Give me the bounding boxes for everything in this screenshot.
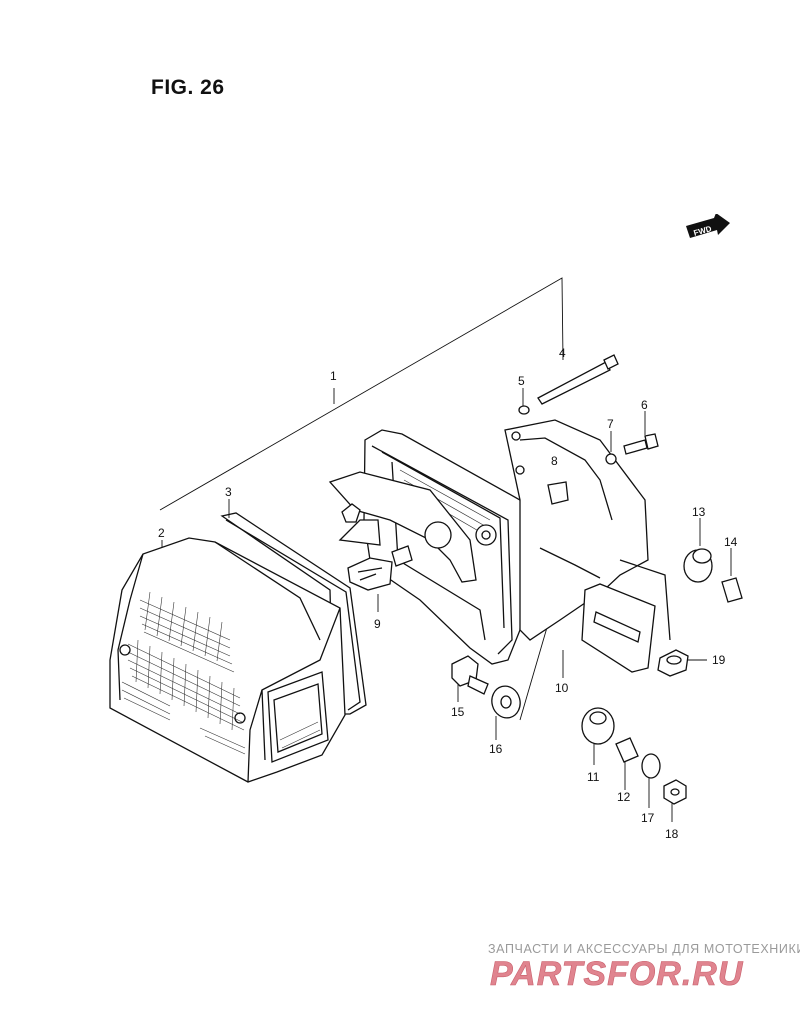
callout-9: 9 xyxy=(374,617,381,631)
callout-6: 6 xyxy=(641,398,648,412)
callout-10: 10 xyxy=(555,681,569,695)
hex-nut xyxy=(663,779,687,805)
callout-11: 11 xyxy=(587,770,600,784)
washer xyxy=(518,405,530,415)
washer xyxy=(605,453,617,465)
mounting-bracket xyxy=(504,419,671,673)
grommet xyxy=(683,548,713,583)
callout-labels: 1 2 3 4 5 6 7 8 9 10 11 12 13 14 15 16 1… xyxy=(158,346,738,841)
callout-12: 12 xyxy=(617,790,631,804)
callout-15: 15 xyxy=(451,705,465,719)
rubber-grommet xyxy=(581,707,615,745)
callout-8: 8 xyxy=(551,454,558,468)
callout-4: 4 xyxy=(559,346,566,360)
callout-3: 3 xyxy=(225,485,232,499)
callout-14: 14 xyxy=(724,535,738,549)
spacer-collar xyxy=(615,737,639,763)
callout-19: 19 xyxy=(712,653,726,667)
callout-17: 17 xyxy=(641,811,655,825)
screw xyxy=(623,433,659,455)
watermark-logo: PARTSFOR.RU xyxy=(490,955,744,991)
fwd-arrow-icon: FWD xyxy=(686,214,730,238)
hex-bolt xyxy=(451,655,489,695)
watermark-tagline: ЗАПЧАСТИ И АКСЕССУАРЫ ДЛЯ МОТОТЕХНИКИ xyxy=(488,942,800,956)
taillight-lens xyxy=(109,537,346,783)
figure-title: FIG. 26 xyxy=(151,76,225,99)
callout-7: 7 xyxy=(607,417,614,431)
callout-2: 2 xyxy=(158,526,165,540)
svg-text:PARTSFOR.RU: PARTSFOR.RU xyxy=(490,955,744,991)
flat-washer xyxy=(491,685,521,719)
callout-13: 13 xyxy=(692,505,706,519)
long-bolt xyxy=(537,354,619,405)
bulb-socket xyxy=(328,471,569,591)
clip-nut xyxy=(657,649,689,677)
callout-5: 5 xyxy=(518,374,525,388)
callout-18: 18 xyxy=(665,827,679,841)
callout-1: 1 xyxy=(330,369,337,383)
washer xyxy=(641,753,661,779)
collar xyxy=(721,577,743,603)
callout-16: 16 xyxy=(489,742,503,756)
